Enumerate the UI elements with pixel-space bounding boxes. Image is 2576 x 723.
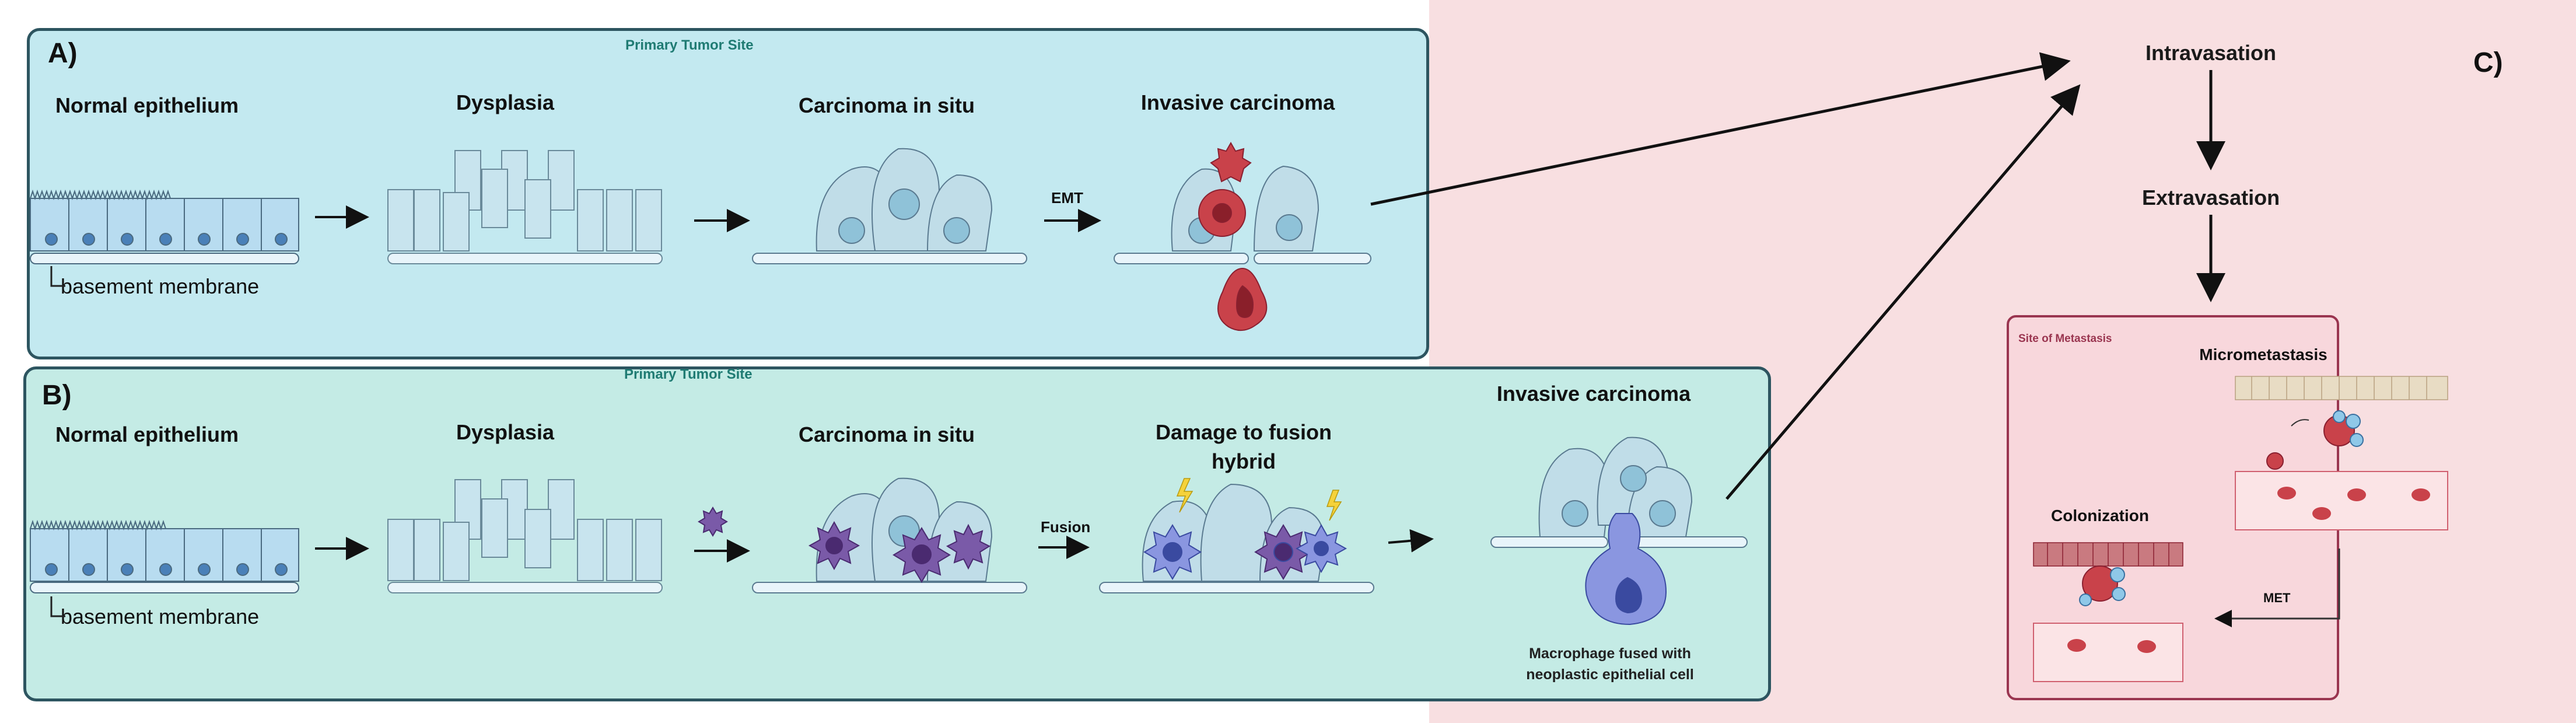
panel-b-note-line1: Macrophage fused with — [1529, 645, 1691, 662]
micrometastasis-vessel — [2235, 471, 2448, 530]
panel-b-note: Macrophage fused with neoplastic epithel… — [1526, 643, 1694, 685]
panel-b-damage-bolt-2 — [1326, 490, 1342, 521]
panel-a-stage-invasive: Invasive carcinoma — [1140, 90, 1335, 114]
panel-b-arrow-4 — [1388, 529, 1434, 553]
panel-a-dysplasia — [387, 150, 663, 264]
panel-a-stage-cis: Carcinoma in situ — [798, 93, 975, 117]
met-arrow — [2214, 549, 2340, 627]
panel-b-bm-label: basement membrane — [61, 605, 260, 628]
panel-b-site-label: Primary Tumor Site — [624, 366, 752, 382]
panel-c-extravasation: Extravasation — [2141, 186, 2280, 209]
panel-b-stage-hybrid: hybrid — [1211, 449, 1276, 473]
panel-a-site-label: Primary Tumor Site — [625, 37, 754, 53]
panel-b-fusion-label: Fusion — [1041, 518, 1091, 536]
panel-c-intravasation: Intravasation — [2145, 41, 2277, 65]
panel-a-carcinoma-in-situ — [752, 148, 1027, 264]
panel-b-fused-invading-cell — [1585, 513, 1667, 626]
panel-c-letter: C) — [2473, 47, 2503, 78]
panel-b-stage-normal: Normal epithelium — [55, 422, 239, 446]
met-label: MET — [2263, 591, 2291, 605]
colonization-cluster — [2079, 565, 2126, 606]
metastasis-site-label: Site of Metastasis — [2018, 333, 2112, 345]
panel-b-dysplasia — [387, 479, 663, 593]
micrometastasis-tissue — [2235, 376, 2448, 400]
micrometastasis-label: Micrometastasis — [2199, 345, 2328, 364]
panel-b-note-line2: neoplastic epithelial cell — [1526, 666, 1694, 683]
arrow-a-to-intravasation — [1370, 52, 2071, 206]
panel-b-bm-pointer — [50, 596, 65, 617]
colonization-tissue — [2033, 542, 2183, 567]
panel-b-stage-invasive: Invasive carcinoma — [1496, 382, 1691, 406]
panel-a-stage-dysplasia: Dysplasia — [456, 90, 555, 114]
panel-a-normal-epithelium — [30, 189, 299, 264]
panel-b-normal-epithelium — [30, 519, 299, 593]
colonization-vessel — [2033, 623, 2183, 682]
panel-a-emt-label: EMT — [1051, 189, 1083, 207]
panel-a-bm-pointer — [50, 266, 65, 287]
colonization-label: Colonization — [2051, 507, 2149, 525]
panel-b-macrophages — [698, 507, 991, 583]
micrometastasis-cluster — [2266, 410, 2364, 470]
panel-a-bm-label: basement membrane — [61, 274, 260, 298]
panel-b-damage-bolt-1 — [1176, 478, 1194, 513]
panel-a-stage-normal: Normal epithelium — [55, 93, 239, 117]
panel-a-letter: A) — [48, 38, 78, 69]
panel-b-carcinoma-in-situ — [752, 477, 1027, 593]
panel-b-stage-damage: Damage to fusion — [1155, 420, 1332, 444]
panel-b-stage-cis: Carcinoma in situ — [798, 422, 975, 446]
panel-b-letter: B) — [42, 380, 72, 411]
panel-b-fused-cells — [1143, 523, 1348, 580]
panel-b-stage-dysplasia: Dysplasia — [456, 420, 555, 444]
panel-b-invasive-carcinoma — [1490, 436, 1748, 548]
arrow-b-to-intravasation — [1726, 84, 2081, 500]
panel-a-tumor-cells — [1198, 141, 1268, 331]
